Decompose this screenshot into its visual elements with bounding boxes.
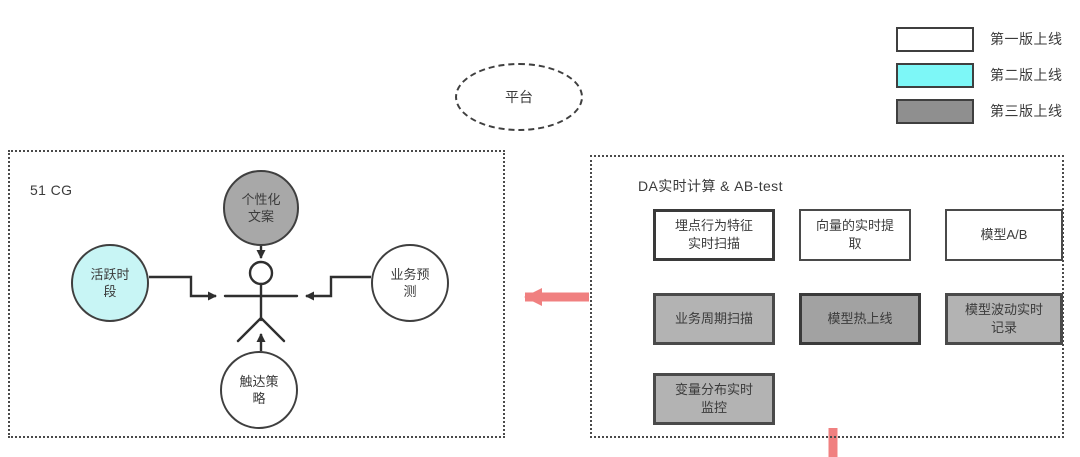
box-embed-behavior-scan-line1: 埋点行为特征: [674, 218, 753, 233]
box-vector-realtime-extract[interactable]: 向量的实时提 取: [799, 209, 911, 261]
box-embed-behavior-scan-line2: 实时扫描: [687, 236, 740, 251]
box-model-fluctuation-log[interactable]: 模型波动实时 记录: [945, 293, 1063, 345]
node-business-forecast[interactable]: 业务预 测: [371, 244, 449, 322]
legend-row-v2: 第二版上线: [896, 62, 1076, 88]
box-business-cycle-scan-line1: 业务周期扫描: [674, 311, 753, 326]
left-panel-title: 51 CG: [30, 182, 73, 198]
node-personalized-copy-line1: 个性化: [241, 192, 281, 207]
platform-label: 平台: [505, 89, 533, 105]
box-model-fluctuation-log-line1: 模型波动实时: [964, 302, 1043, 317]
actor-left-leg-line: [236, 316, 263, 343]
node-reach-strategy-line2: 略: [252, 391, 266, 406]
node-active-period[interactable]: 活跃时 段: [71, 244, 149, 322]
node-reach-strategy-line1: 触达策: [239, 374, 279, 389]
connector-active-to-actor: [149, 275, 217, 301]
actor-right-leg-line: [259, 316, 286, 343]
stick-figure-actor: [223, 260, 299, 343]
legend-swatch-v2: [896, 62, 974, 88]
box-model-ab-line1: 模型A/B: [980, 227, 1028, 242]
node-business-forecast-line1: 业务预: [390, 267, 430, 282]
right-panel-container: [590, 155, 1064, 438]
box-variable-dist-monitor[interactable]: 变量分布实时 监控: [653, 373, 775, 425]
legend-label-v1: 第一版上线: [990, 31, 1063, 47]
platform-ellipse: 平台: [455, 63, 583, 131]
legend-row-v3: 第三版上线: [896, 98, 1076, 124]
box-model-ab[interactable]: 模型A/B: [945, 209, 1063, 261]
node-active-period-line2: 段: [103, 284, 117, 299]
right-panel-title: DA实时计算 & AB-test: [638, 178, 783, 194]
legend-swatch-v3: [896, 98, 974, 124]
legend: 第一版上线 第二版上线 第三版上线: [896, 26, 1076, 134]
box-embed-behavior-scan[interactable]: 埋点行为特征 实时扫描: [653, 209, 775, 261]
node-reach-strategy[interactable]: 触达策 略: [220, 351, 298, 429]
node-personalized-copy-line2: 文案: [247, 209, 274, 224]
legend-row-v1: 第一版上线: [896, 26, 1076, 52]
connector-business-to-actor: [305, 275, 371, 301]
node-business-forecast-line2: 测: [403, 284, 417, 299]
box-model-fluctuation-log-line2: 记录: [990, 320, 1017, 335]
box-vector-realtime-extract-line1: 向量的实时提: [815, 218, 894, 233]
left-panel-container: [8, 150, 505, 438]
box-vector-realtime-extract-line2: 取: [848, 236, 862, 251]
box-variable-dist-monitor-line2: 监控: [700, 400, 727, 415]
box-variable-dist-monitor-line1: 变量分布实时: [674, 382, 753, 397]
box-model-hot-deploy-line1: 模型热上线: [827, 311, 893, 326]
node-personalized-copy[interactable]: 个性化 文案: [223, 170, 299, 246]
box-model-hot-deploy[interactable]: 模型热上线: [799, 293, 921, 345]
legend-label-v3: 第三版上线: [990, 103, 1063, 119]
legend-label-v2: 第二版上线: [990, 67, 1063, 83]
legend-swatch-v1: [896, 26, 974, 52]
box-business-cycle-scan[interactable]: 业务周期扫描: [653, 293, 775, 345]
node-active-period-line1: 活跃时: [90, 267, 130, 282]
